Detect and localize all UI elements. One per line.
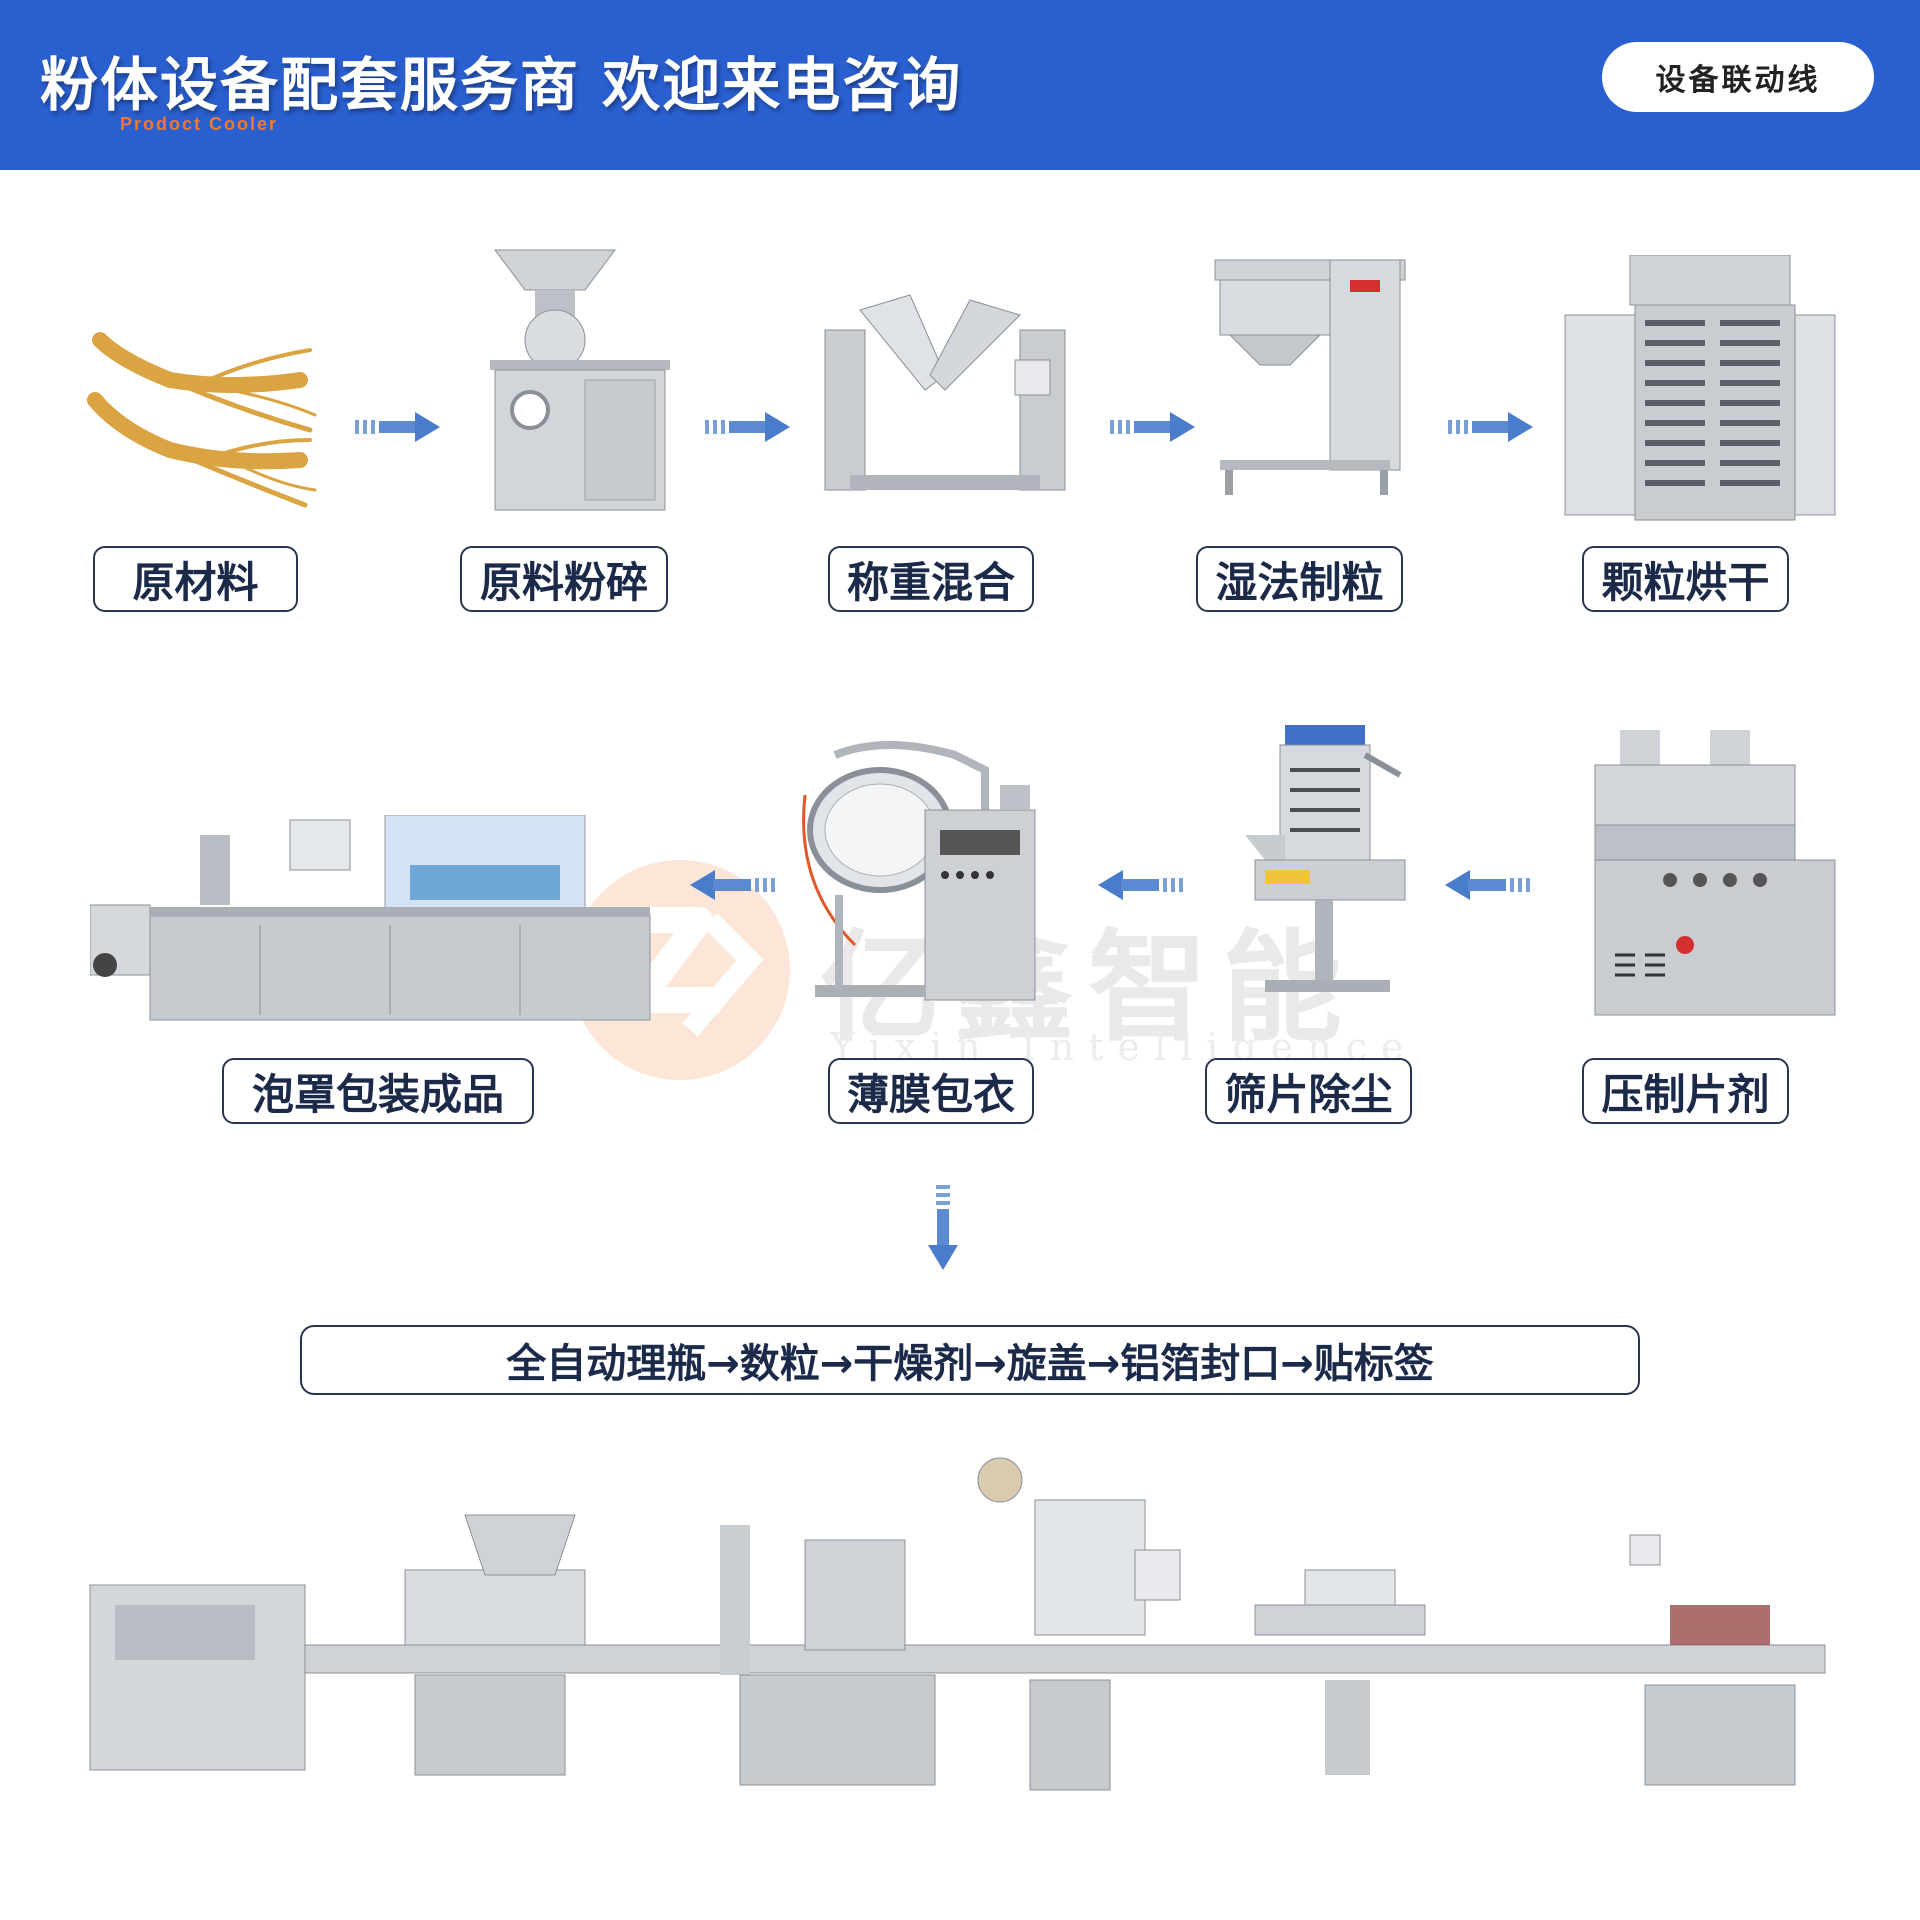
tablet-deduster-icon xyxy=(1245,725,1406,992)
arrow-left-icon xyxy=(690,870,775,900)
header-banner: 粉体设备配套服务商 欢迎来电咨询 Prodoct Cooler 设备联动线 xyxy=(0,0,1920,170)
step-label-deduster: 筛片除尘 xyxy=(1205,1058,1412,1124)
header-title: 粉体设备配套服务商 欢迎来电咨询 xyxy=(40,51,963,119)
header-subtitle: Prodoct Cooler xyxy=(120,114,279,134)
pulverizer-machine-icon xyxy=(490,249,670,511)
production-line-button[interactable]: 设备联动线 xyxy=(1602,42,1874,112)
arrow-right-icon xyxy=(1448,412,1533,442)
step-label-raw-material: 原材料 xyxy=(93,546,298,612)
step-label-blister-packing: 泡罩包装成品 xyxy=(222,1058,534,1124)
coating-machine-icon xyxy=(802,741,1036,1001)
arrow-right-icon xyxy=(355,412,440,442)
arrow-left-icon xyxy=(1445,870,1530,900)
ginseng-root-icon xyxy=(87,332,317,508)
step-label-granulation: 湿法制粒 xyxy=(1196,546,1403,612)
drying-oven-icon xyxy=(1564,255,1836,521)
arrow-left-icon xyxy=(1098,870,1183,900)
granulator-machine-icon xyxy=(1214,259,1406,495)
arrow-right-icon xyxy=(1110,412,1195,442)
bottle-line-process-box: 全自动理瓶→数粒→干燥剂→旋盖→铝箔封口→贴标签 xyxy=(300,1325,1640,1395)
step-label-tablet-press: 压制片剂 xyxy=(1582,1058,1789,1124)
step-label-crushing: 原料粉碎 xyxy=(460,546,668,612)
v-mixer-machine-icon xyxy=(824,294,1066,491)
arrow-down-icon xyxy=(928,1185,958,1270)
blister-packing-machine-icon xyxy=(90,815,651,1021)
bottle-production-line-icon xyxy=(89,1457,1826,1791)
step-label-mixing: 称重混合 xyxy=(828,546,1034,612)
step-label-drying: 颗粒烘干 xyxy=(1582,546,1789,612)
arrow-right-icon xyxy=(705,412,790,442)
tablet-press-icon xyxy=(1594,730,1836,1016)
step-label-film-coating: 薄膜包衣 xyxy=(828,1058,1034,1124)
